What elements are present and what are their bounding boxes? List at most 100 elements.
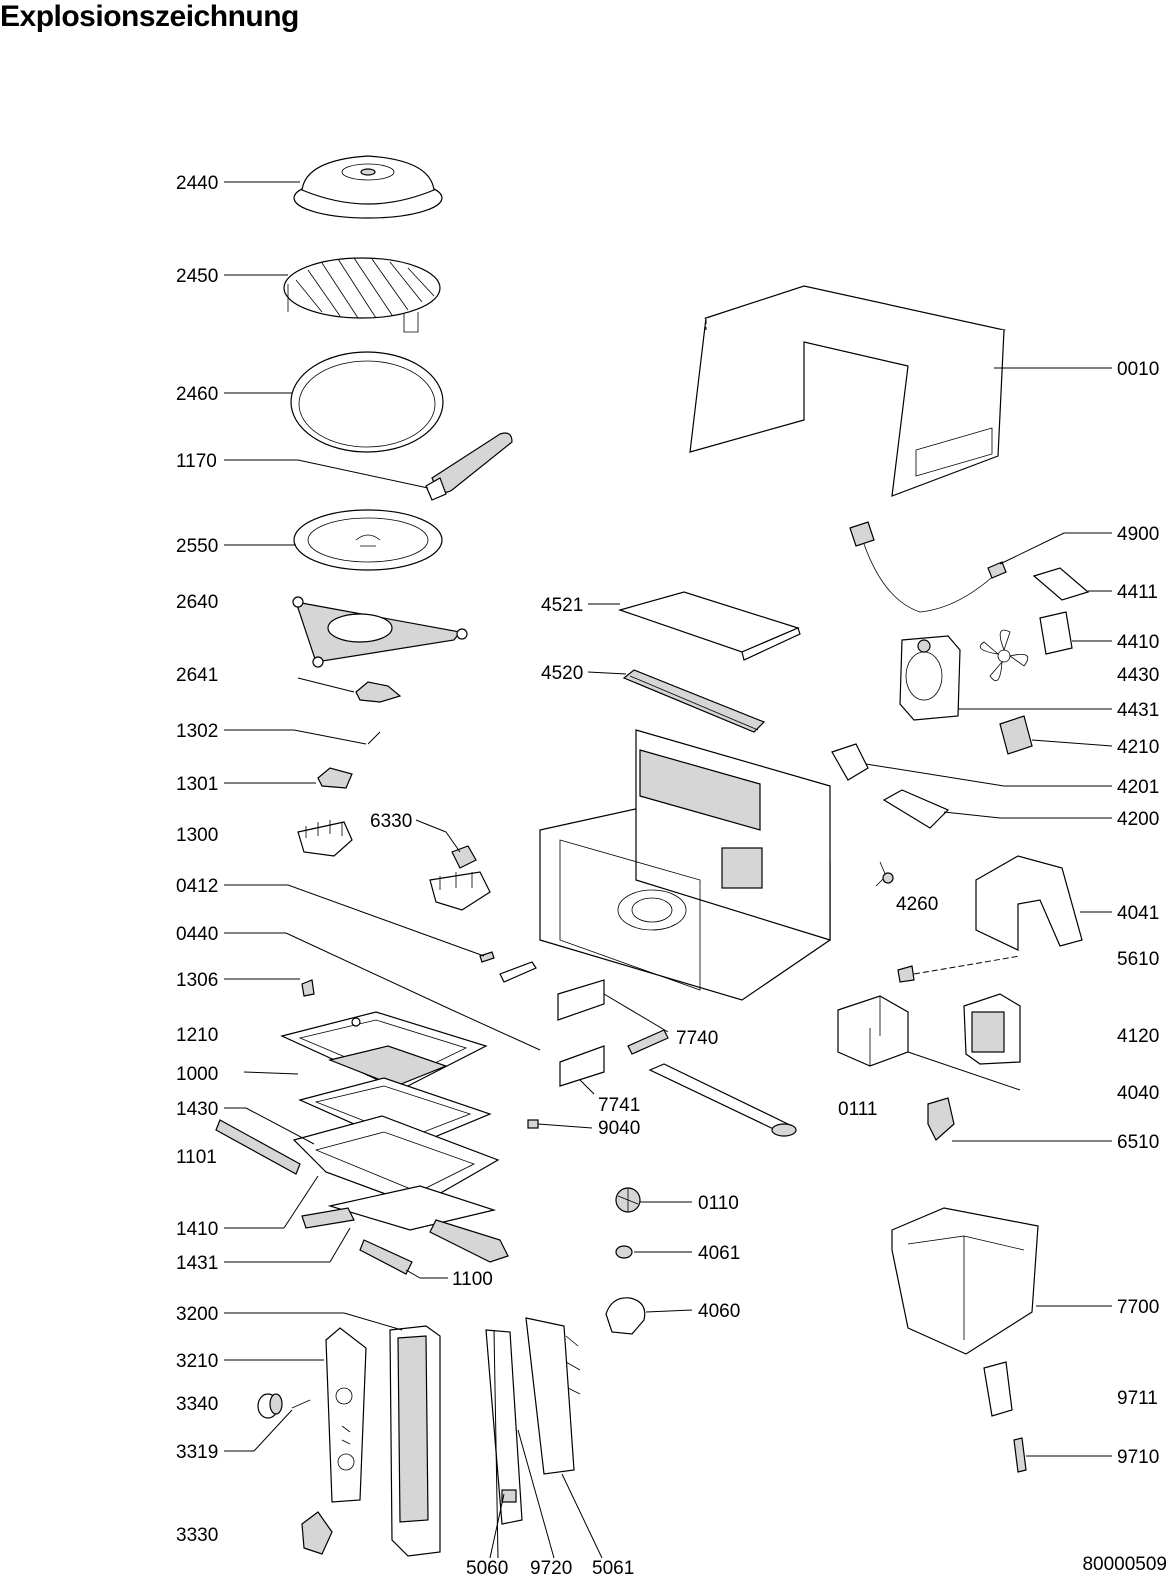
label-4431: 4431 (1117, 700, 1159, 721)
label-1210: 1210 (176, 1025, 218, 1046)
label-1000: 1000 (176, 1064, 218, 1085)
callout-labels: 2440 2450 2460 1170 2550 2640 2641 1302 … (176, 173, 1159, 1578)
label-4411: 4411 (1117, 582, 1158, 603)
label-4521: 4521 (541, 595, 583, 616)
part-3210-control-panel (325, 1327, 367, 1503)
part-1431-door-handle (301, 1207, 509, 1263)
part-4061-nut (615, 1245, 633, 1259)
label-2460: 2460 (176, 384, 218, 405)
part-0010-housing (689, 285, 1007, 497)
part-4260-sensor (875, 861, 894, 887)
label-3319: 3319 (176, 1442, 218, 1463)
part-4041-air-duct (975, 855, 1083, 951)
part-1300-switch-holder (297, 820, 353, 857)
label-1302: 1302 (176, 721, 218, 742)
label-0010: 0010 (1117, 359, 1159, 380)
label-4040: 4040 (1117, 1083, 1159, 1104)
label-4201: 4201 (1117, 777, 1159, 798)
label-9710: 9710 (1117, 1447, 1159, 1468)
part-1170-handle (425, 432, 513, 501)
label-4900: 4900 (1117, 524, 1159, 545)
part-2641-coupler (355, 681, 402, 703)
label-4041: 4041 (1117, 903, 1159, 924)
document-number: 80000509 (1082, 1554, 1167, 1575)
part-4410-fan-motor (1039, 611, 1073, 655)
label-1170: 1170 (176, 451, 217, 472)
label-3340: 3340 (176, 1394, 218, 1415)
part-9040-screw (527, 1119, 539, 1129)
label-4120: 4120 (1117, 1026, 1159, 1047)
label-3330: 3330 (176, 1525, 218, 1546)
label-6330: 6330 (370, 811, 412, 832)
part-4520-heater (622, 669, 766, 733)
part-9711-switch (983, 1361, 1013, 1417)
label-4200: 4200 (1117, 809, 1159, 830)
label-9711: 9711 (1117, 1388, 1158, 1409)
label-0440: 0440 (176, 924, 218, 945)
label-4260: 4260 (896, 894, 938, 915)
label-7740: 7740 (676, 1028, 718, 1049)
part-cavity (539, 729, 831, 1001)
part-4521-waveguide-cover (617, 591, 801, 661)
label-3200: 3200 (176, 1304, 218, 1325)
label-3210: 3210 (176, 1351, 218, 1372)
label-1301: 1301 (176, 774, 218, 795)
label-1101: 1101 (176, 1147, 217, 1168)
part-4430-fan-blade (979, 629, 1029, 681)
leader-lines (224, 181, 1113, 1559)
label-5061: 5061 (592, 1558, 634, 1578)
part-shaft (648, 1063, 797, 1137)
label-1100: 1100 (452, 1269, 493, 1290)
part-1210-door-frame (280, 1011, 488, 1091)
part-0440-rod (451, 1009, 541, 1051)
page-title: Explosionszeichnung (0, 0, 299, 33)
part-7700-back-panel (891, 1207, 1039, 1355)
label-1430: 1430 (176, 1099, 218, 1120)
part-2450-rack (283, 257, 441, 333)
part-1306-clip (301, 979, 315, 997)
part-4060-motor (605, 1297, 646, 1335)
label-7741: 7741 (598, 1095, 640, 1116)
label-2440: 2440 (176, 173, 218, 194)
part-1301-latch (317, 767, 353, 789)
part-2440-cover (293, 155, 443, 219)
part-6510-sensor (927, 1097, 955, 1141)
part-4411-bracket (1032, 567, 1090, 601)
part-9710-fuse (1013, 1437, 1027, 1473)
part-2550-turntable (293, 509, 443, 571)
label-7700: 7700 (1117, 1297, 1159, 1318)
label-0110: 0110 (698, 1193, 739, 1214)
label-9040: 9040 (598, 1118, 640, 1139)
part-5061-pcb (525, 1317, 581, 1475)
part-4200-capacitor (882, 789, 950, 829)
label-1431: 1431 (176, 1253, 218, 1274)
part-6330-switch (429, 845, 491, 911)
part-3330-switch (301, 1511, 333, 1555)
label-4061: 4061 (698, 1243, 740, 1264)
label-4430: 4430 (1117, 665, 1159, 686)
part-7741-plate (559, 1045, 605, 1087)
part-4431-fan-housing (899, 635, 961, 721)
part-7740-plate (557, 979, 669, 1055)
part-1101-trim (215, 1119, 301, 1175)
label-4060: 4060 (698, 1301, 740, 1322)
part-3200-panel-frame (389, 1325, 441, 1557)
part-1302-pin (367, 731, 381, 745)
label-4410: 4410 (1117, 632, 1159, 653)
label-2641: 2641 (176, 665, 218, 686)
part-4900-cable (849, 521, 1007, 613)
label-4520: 4520 (541, 663, 583, 684)
part-2640-roller-support (292, 596, 468, 668)
part-1410-door-panel (327, 1185, 497, 1231)
part-2460-ring (290, 351, 444, 453)
label-2550: 2550 (176, 536, 218, 557)
label-1300: 1300 (176, 825, 218, 846)
part-1100-cover-strip (359, 1239, 413, 1275)
label-6510: 6510 (1117, 1132, 1159, 1153)
part-5610-thermostat (897, 955, 1021, 983)
label-5060: 5060 (466, 1558, 508, 1578)
part-3340-knob (257, 1393, 283, 1419)
part-4201-diode (831, 743, 869, 781)
part-3319-spring (291, 1399, 311, 1409)
